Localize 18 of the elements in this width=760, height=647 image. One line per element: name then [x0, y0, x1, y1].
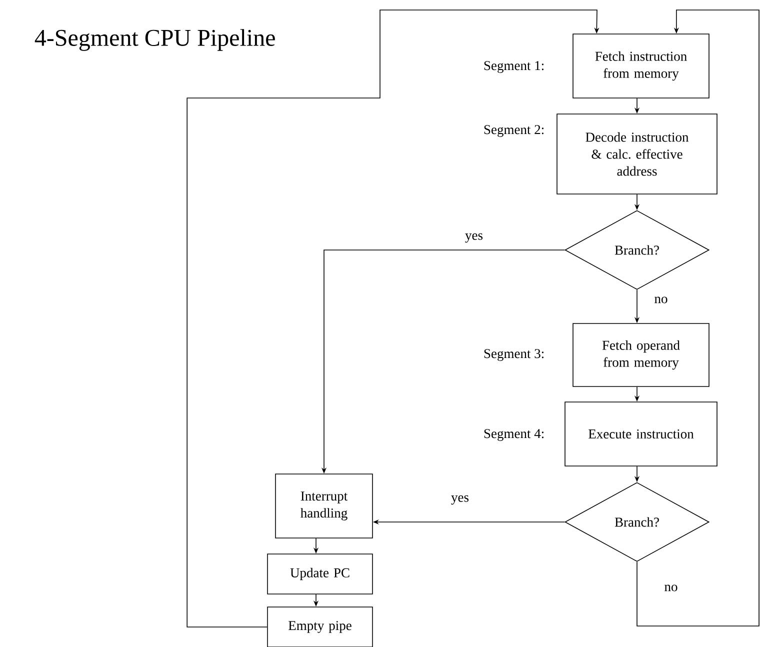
- edge-label: yes: [464, 232, 484, 244]
- edge-label: no: [653, 296, 669, 304]
- arrow: [636, 10, 760, 626]
- process-box: Fetch instruction from memory: [572, 34, 710, 98]
- segment-label: Segment 2:: [484, 125, 544, 137]
- process-box: Execute instruction: [564, 402, 718, 466]
- process-box: Update PC: [267, 554, 373, 594]
- arrow: [186, 10, 600, 628]
- edge-label: no: [663, 584, 679, 592]
- process-box: Interrupt handling: [275, 474, 373, 538]
- title: 4-Segment CPU Pipeline: [34, 29, 275, 51]
- process-box: Decode instruction & calc. effective address: [556, 114, 718, 194]
- segment-label: Segment 4:: [484, 429, 544, 441]
- process-box: Empty pipe: [267, 606, 373, 647]
- edge-label: yes: [450, 494, 470, 506]
- segment-label: Segment 3:: [484, 349, 544, 361]
- segment-label: Segment 1:: [484, 61, 544, 73]
- process-box: Fetch operand from memory: [572, 323, 710, 387]
